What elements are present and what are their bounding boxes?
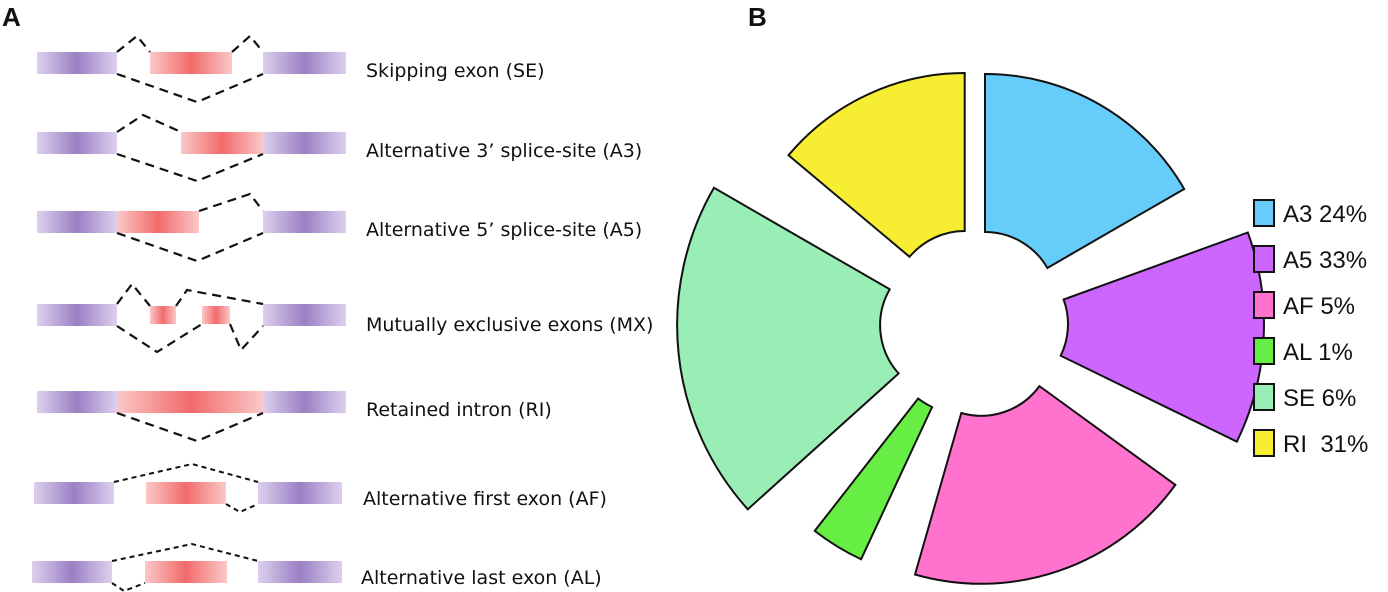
constitutive-exon-left — [37, 211, 117, 233]
constitutive-exon-left — [37, 304, 117, 326]
donut-slice-se — [676, 186, 901, 511]
donut-slice-al — [813, 397, 934, 561]
event-label-al: Alternative last exon (AL) — [361, 567, 602, 589]
legend-swatch-al — [1253, 337, 1275, 365]
last-exon-1 — [145, 561, 227, 583]
event-al-diagram — [32, 542, 342, 592]
legend-swatch-a3 — [1253, 199, 1275, 227]
event-a3-diagram — [37, 113, 346, 183]
junction-exon2-in — [116, 323, 203, 354]
event-label-mx: Mutually exclusive exons (MX) — [366, 314, 653, 336]
event-distribution-donut — [676, 72, 1265, 585]
junction-last-exon-2 — [111, 542, 259, 562]
legend-label-ri: RI 31% — [1283, 431, 1368, 458]
junction-exon1-in — [116, 282, 151, 307]
alternative-exon — [181, 132, 263, 154]
skipping-junction — [116, 72, 264, 104]
event-label-ri: Retained intron (RI) — [366, 399, 552, 421]
event-a5-diagram — [37, 192, 346, 263]
inclusion-junction-left — [116, 34, 151, 53]
legend-swatch-a5 — [1253, 245, 1275, 273]
distal-junction — [116, 152, 264, 183]
constitutive-exon-left — [37, 52, 117, 74]
legend-swatch-ri — [1253, 429, 1275, 457]
last-exon-2 — [258, 561, 342, 583]
chart-legend: A3 24% A5 33% AF 5% AL 1% SE 6% RI 31% — [1253, 199, 1368, 458]
event-se-diagram — [37, 34, 346, 104]
event-mx-diagram — [37, 282, 346, 354]
event-ri-diagram — [37, 391, 346, 443]
junction-exon2-out — [228, 323, 264, 353]
constitutive-exon-right — [263, 391, 346, 413]
event-label-a5: Alternative 5’ splice-site (A5) — [366, 219, 642, 241]
downstream-exon — [258, 482, 342, 504]
junction-first-exon-2 — [225, 503, 259, 514]
donut-slice-a3 — [984, 72, 1186, 270]
alternative-exon — [117, 211, 199, 233]
event-af-diagram — [34, 462, 342, 514]
legend-label-af: AF 5% — [1283, 293, 1355, 320]
constitutive-exon-left — [37, 391, 117, 413]
constitutive-exon-right — [263, 211, 346, 233]
junction-exon1-out — [175, 288, 264, 307]
legend-label-al: AL 1% — [1283, 339, 1353, 366]
splice-junction — [116, 411, 264, 443]
constitutive-exon-left — [37, 132, 117, 154]
distal-junction — [116, 231, 264, 263]
junction-first-exon-1 — [113, 462, 259, 483]
alternative-exon-2 — [202, 306, 230, 324]
panel-a-label: A — [2, 2, 21, 32]
proximal-junction — [116, 113, 182, 134]
legend-swatch-af — [1253, 291, 1275, 319]
constitutive-exon-right — [263, 52, 346, 74]
panel-b-label: B — [748, 2, 767, 32]
constitutive-exon-right — [263, 132, 346, 154]
event-label-a3: Alternative 3’ splice-site (A3) — [366, 140, 642, 162]
legend-label-a3: A3 24% — [1283, 201, 1367, 228]
event-label-se: Skipping exon (SE) — [366, 60, 545, 82]
inclusion-junction-right — [231, 34, 264, 53]
donut-slice-af — [913, 384, 1177, 585]
first-exon-1 — [34, 482, 114, 504]
donut-slice-a5 — [1059, 231, 1265, 443]
alternative-exon-1 — [150, 306, 176, 324]
proximal-junction — [198, 192, 264, 213]
legend-swatch-se — [1253, 383, 1275, 411]
legend-label-se: SE 6% — [1283, 385, 1356, 412]
event-label-af: Alternative first exon (AF) — [363, 488, 607, 510]
alternative-exon — [150, 52, 232, 74]
panel-a: Skipping exon (SE) Alternative 3’ splice… — [32, 34, 653, 592]
constitutive-exon-right — [263, 304, 346, 326]
first-exon-2 — [146, 482, 226, 504]
retained-intron — [117, 391, 263, 413]
legend-label-a5: A5 33% — [1283, 247, 1367, 274]
donut-slice-ri — [787, 72, 966, 259]
upstream-exon — [32, 561, 112, 583]
junction-last-exon-1 — [111, 582, 146, 592]
